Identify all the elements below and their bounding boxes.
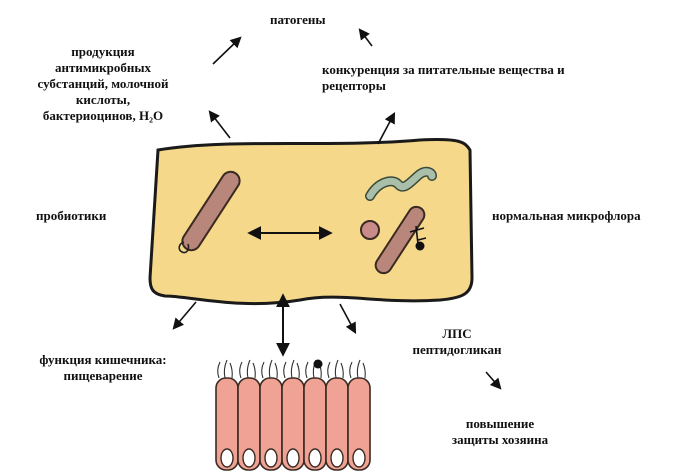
label-gut-function: функция кишечника: пищеварение xyxy=(28,352,178,384)
arrow-antimicrobial xyxy=(210,112,230,138)
label-probiotics: пробиотики xyxy=(36,208,106,224)
lps-particle xyxy=(314,360,323,369)
label-competition: конкуренция за питательные вещества и ре… xyxy=(322,62,565,94)
label-lps-peptidoglycan: ЛПС пептидогликан xyxy=(402,326,512,358)
arrow-pathogens-left xyxy=(213,38,240,64)
label-host-defense: повышение защиты хозяина xyxy=(440,416,560,448)
arrow-pathogens-right xyxy=(360,30,372,46)
epithelium xyxy=(216,360,370,471)
arrow-competition xyxy=(378,114,394,144)
arrow-gut-function xyxy=(174,302,196,328)
label-antimicrobial: продукция антимикробных субстанций, моло… xyxy=(28,44,178,124)
label-pathogens: патогены xyxy=(270,12,326,28)
arrow-host-defense xyxy=(486,372,500,388)
coccus-bacterium xyxy=(361,221,379,239)
receptor-dot xyxy=(416,242,425,251)
arrow-lps xyxy=(340,304,355,332)
label-normal-microflora: нормальная микрофлора xyxy=(492,208,641,224)
